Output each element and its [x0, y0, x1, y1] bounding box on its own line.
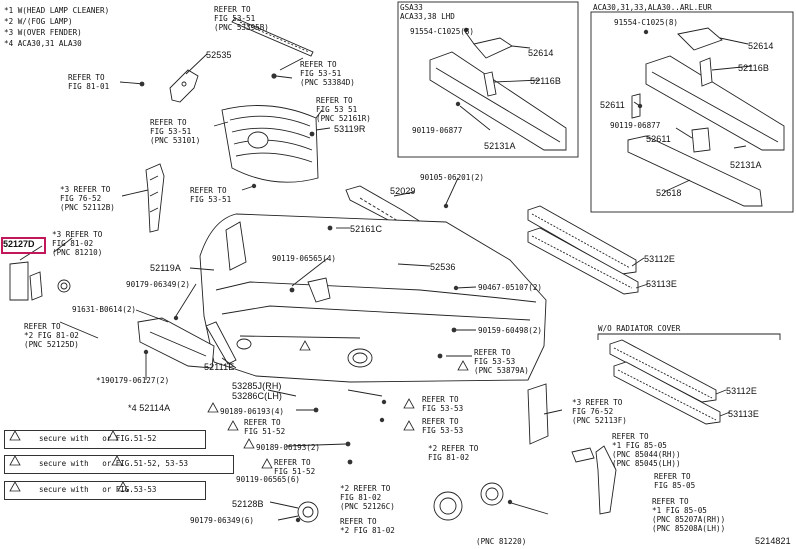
callout-90179-06349-2[interactable]: 90179-06349(2) [126, 280, 191, 289]
note-text-3: secure with or FIG.53-53 [39, 485, 157, 494]
ref-fig-81-02-52125d[interactable]: REFER TO *2 FIG 81-02 (PNC 52125D) [24, 322, 79, 349]
part-52114a[interactable]: *4 52114A [128, 403, 171, 413]
ref-fig-53-51-52161r[interactable]: REFER TO FIG 53 51 (PNC 52161R) [316, 96, 371, 123]
ref-fig-85-05-85207a[interactable]: REFER TO *1 FIG 85-05 (PNC 85207A(RH)) (… [652, 497, 726, 533]
ref-fig-81-01[interactable]: REFER TO FIG 81-01 [68, 73, 110, 91]
part-52535[interactable]: 52535 [206, 50, 232, 60]
callout-90159-60498[interactable]: 90159-60498(2) [478, 326, 543, 335]
part-53285j[interactable]: 53285J(RH) [232, 381, 282, 391]
callout-90119-06877-a[interactable]: 90119-06877 [412, 126, 463, 135]
legend-line-1: *1 W(HEAD LAMP CLEANER) [4, 6, 110, 15]
radiator-cover-title: W/O RADIATOR COVER [598, 324, 681, 333]
ref-fig-51-52-b[interactable]: REFER TO FIG 51-52 [274, 458, 316, 476]
part-52618[interactable]: 52618 [656, 188, 682, 198]
callout-90189-06193-4[interactable]: 90189-06193(4) [220, 407, 285, 416]
ref-fig-76-52-52113f[interactable]: *3 REFER TO FIG 76-52 (PNC 52113F) [572, 398, 627, 425]
ref-fig-85-05-85044[interactable]: REFER TO *1 FIG 85-05 (PNC 85044(RH)) (P… [612, 432, 681, 468]
part-52614-aca30[interactable]: 52614 [748, 41, 774, 51]
ref-fig-81-02-81210[interactable]: *3 REFER TO FIG 81-02 (PNC 81210) [52, 230, 103, 257]
part-52614-gsa33[interactable]: 52614 [528, 48, 554, 58]
lower-grille-53113e [527, 227, 639, 295]
callout-90179-06127[interactable]: *190179-06127(2) [96, 376, 170, 385]
callout-90105-06201[interactable]: 90105-06201(2) [420, 173, 485, 182]
washer-nozzle [595, 445, 617, 515]
note-row-3: secure with or FIG.53-53 [4, 481, 206, 500]
part-52116b-gsa33[interactable]: 52116B [530, 76, 561, 86]
ref-fig-81-02-a[interactable]: *2 REFER TO FIG 81-02 [428, 444, 479, 462]
part-52029[interactable]: 52029 [390, 186, 416, 196]
ref-fig-53-51-53101[interactable]: REFER TO FIG 53-51 (PNC 53101) [150, 118, 201, 145]
part-52131a-gsa33[interactable]: 52131A [484, 141, 516, 151]
part-52131a-aca30[interactable]: 52131A [730, 160, 762, 170]
callout-91554-c1025-a[interactable]: 91554-C1025(8) [410, 27, 475, 36]
ref-fig-53-51-53384d[interactable]: REFER TO FIG 53-51 (PNC 53384D) [300, 60, 355, 87]
radiator-grille [221, 105, 319, 183]
front-bumper-cover [199, 213, 547, 383]
part-52128b[interactable]: 52128B [232, 499, 264, 509]
part-52611-a[interactable]: 52611 [600, 100, 625, 110]
callout-90119-06565-4[interactable]: 90119-06565(4) [272, 254, 337, 263]
inset-title-aca33: ACA33,38 LHD [400, 12, 455, 21]
side-trim-right [527, 383, 549, 445]
ref-pnc-81220[interactable]: (PNC 81220) [476, 537, 527, 546]
ref-fig-81-02-52126c[interactable]: *2 REFER TO FIG 81-02 (PNC 52126C) [340, 484, 395, 511]
ref-fig-53-51-b[interactable]: REFER TO FIG 53-51 [190, 186, 232, 204]
part-53112e-b[interactable]: 53112E [726, 386, 757, 396]
note-row-1: secure with or FIG.51-52 [4, 430, 206, 449]
callout-91631-b0614[interactable]: 91631-B0614(2) [72, 305, 137, 314]
part-53113e-a[interactable]: 53113E [646, 279, 677, 289]
legend-line-4: *4 ACA30,31 ALA30 [4, 39, 82, 48]
lower-grille-53112e [527, 205, 637, 275]
part-53112e-a[interactable]: 53112E [644, 254, 675, 264]
aca30-inset-box [590, 11, 794, 213]
part-52611-b[interactable]: 52611 [646, 134, 671, 144]
callout-90467-05107[interactable]: 90467-05107(2) [478, 283, 543, 292]
ref-fig-85-05-b[interactable]: REFER TO FIG 85-05 [654, 472, 696, 490]
callout-90119-06877-b[interactable]: 90119-06877 [610, 121, 661, 130]
ref-fig-53-53-a[interactable]: REFER TO FIG 53-53 [422, 395, 464, 413]
fog-lamp-bezel [297, 501, 319, 523]
part-52116b-aca30[interactable]: 52116B [738, 63, 769, 73]
part-52127d[interactable]: 52127D [3, 239, 35, 249]
part-52536[interactable]: 52536 [430, 262, 456, 272]
absorber-52618 [627, 135, 763, 207]
fog-lamp-opening [347, 348, 373, 368]
inset-title-aca30: ACA30,31,33,ALA30..ARL.EUR [593, 3, 712, 12]
inset-title-gsa33: GSA33 [400, 3, 423, 12]
part-53286c[interactable]: 53286C(LH) [232, 391, 283, 401]
ref-fig-51-52-a[interactable]: REFER TO FIG 51-52 [244, 418, 286, 436]
note-text-1: secure with or FIG.51-52 [39, 434, 157, 443]
ref-fig-53-53-53879a[interactable]: REFER TO FIG 53-53 (PNC 53879A) [474, 348, 529, 375]
diagram-code: 5214821 [755, 536, 791, 546]
callout-90119-06565-6[interactable]: 90119-06565(6) [236, 475, 301, 484]
gsa33-inset-box [397, 1, 579, 158]
part-53113e-b[interactable]: 53113E [728, 409, 759, 419]
legend-line-3: *3 W(OVER FENDER) [4, 28, 82, 37]
part-52161c[interactable]: 52161C [350, 224, 383, 234]
part-53119r[interactable]: 53119R [334, 124, 366, 134]
note-row-2: secure with or FIG.51-52, 53-53 [4, 455, 234, 474]
ref-fig-81-02-b[interactable]: REFER TO *2 FIG 81-02 [340, 517, 395, 535]
part-52119a[interactable]: 52119A [150, 263, 181, 273]
callout-90189-06193-2[interactable]: 90189-06193(2) [256, 443, 321, 452]
legend-line-2: *2 W/(FOG LAMP) [4, 17, 73, 26]
fog-lamp-cover-left [433, 491, 463, 521]
note-text-2: secure with or FIG.51-52, 53-53 [39, 459, 189, 468]
radiator-bracket [597, 333, 781, 340]
part-52111e[interactable]: 52111E [204, 362, 235, 372]
reinforcement-gsa33 [429, 51, 567, 151]
fog-lamp-right [480, 482, 504, 506]
highlight-box-52127d [1, 237, 46, 254]
ref-fig-53-53-b[interactable]: REFER TO FIG 53-53 [422, 417, 464, 435]
emblem [247, 131, 269, 149]
callout-91554-c1025-b[interactable]: 91554-C1025(8) [614, 18, 679, 27]
ref-fig-76-52-52112b[interactable]: *3 REFER TO FIG 76-52 (PNC 52112B) [60, 185, 115, 212]
cover-52127d-left [9, 261, 29, 301]
ref-fig-53-51-53395b[interactable]: REFER TO FIG 53-51 (PNC 53395B) [214, 5, 269, 32]
callout-90179-06349-6[interactable]: 90179-06349(6) [190, 516, 255, 525]
side-bracket-left [145, 163, 165, 233]
